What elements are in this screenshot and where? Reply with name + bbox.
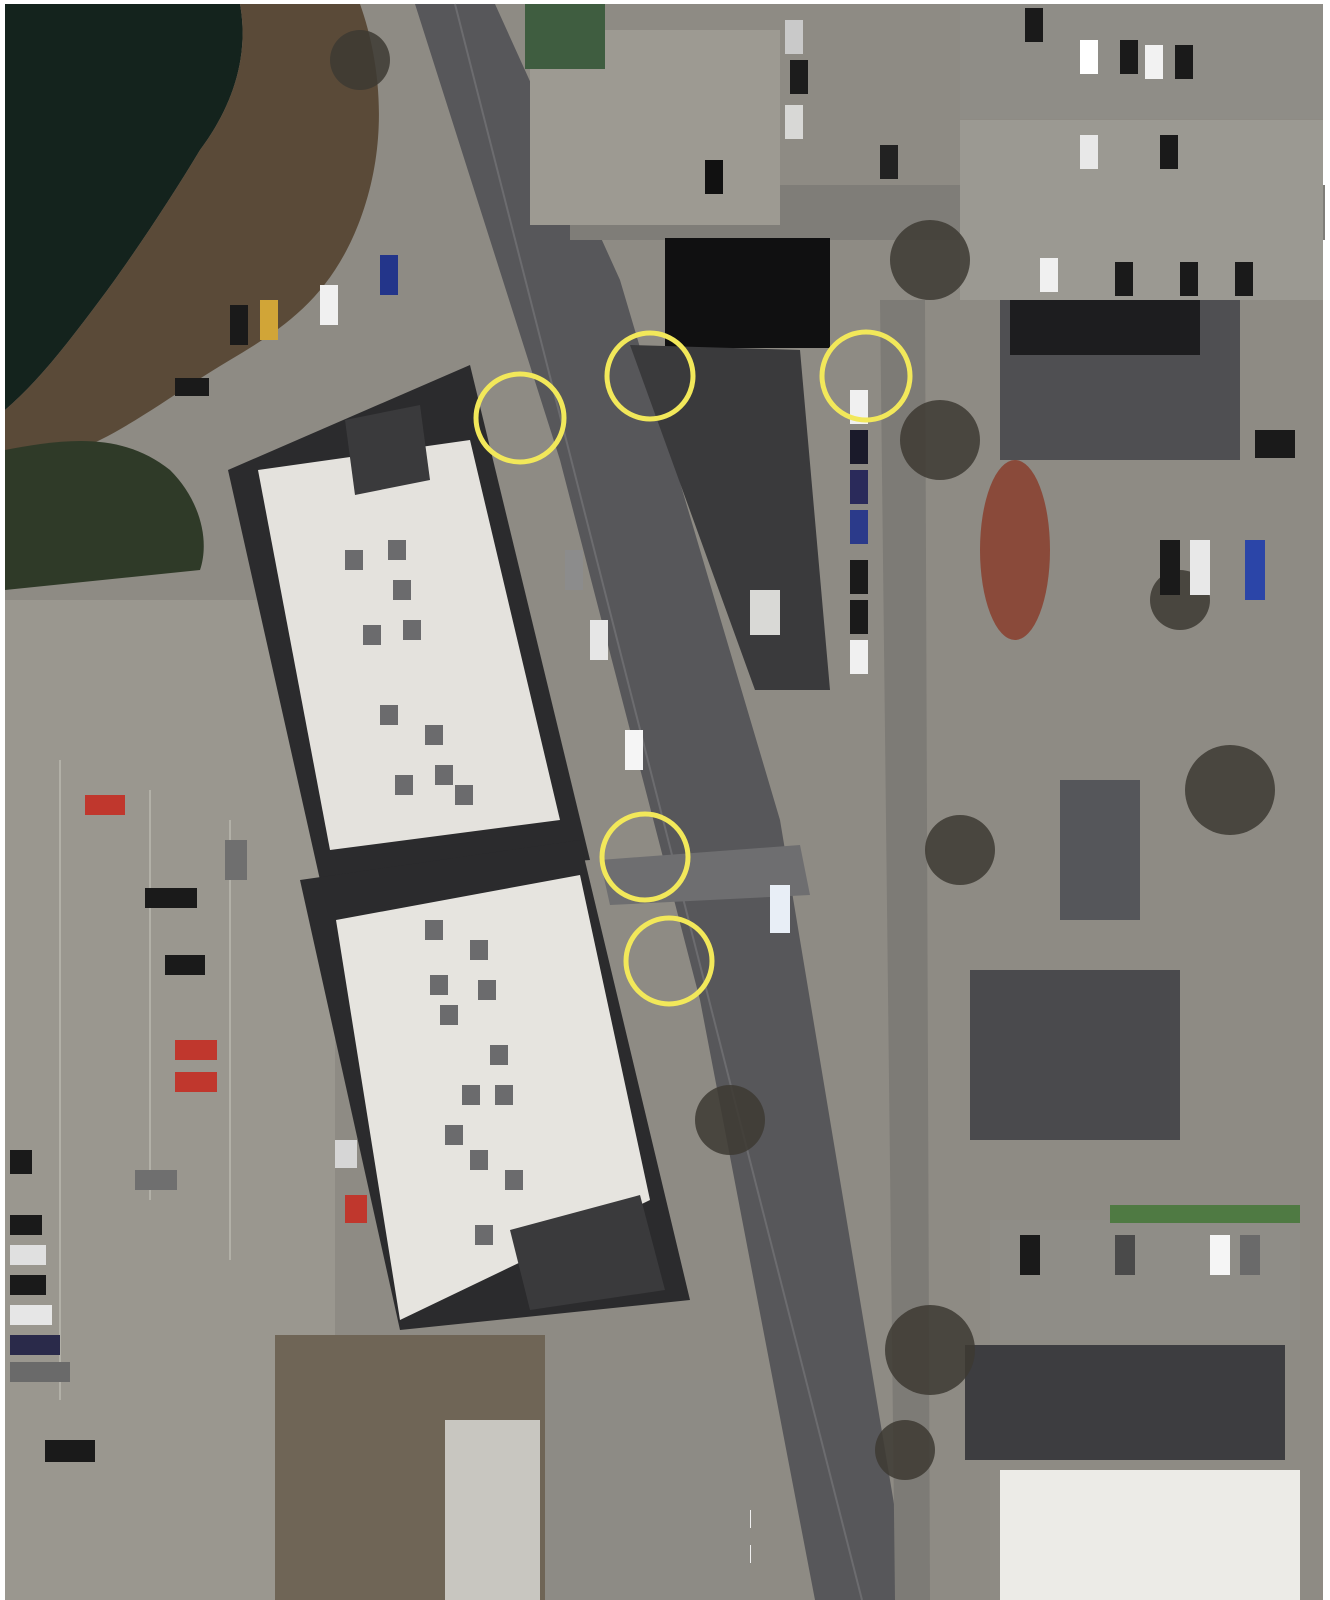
rooftop-units-south (425, 920, 523, 1245)
building-main-roof-south (336, 875, 650, 1320)
highlight-circle[interactable] (604, 330, 696, 422)
building-east-3 (970, 970, 1180, 1140)
road-centerline (454, 3, 863, 1600)
lake (5, 4, 243, 410)
rooftop-units-north (345, 540, 473, 805)
parking-lines-west (59, 760, 231, 1400)
white-lot (445, 1420, 540, 1600)
east-road (880, 300, 930, 1600)
parking-lot-north-2 (960, 120, 1323, 300)
building-east-2 (1060, 780, 1140, 920)
small-building-green (525, 4, 605, 69)
building-east-5-roof (1000, 1470, 1300, 1600)
parking-lot-south (540, 1380, 750, 1600)
building-east-4 (965, 1345, 1285, 1460)
building-dark-tower (665, 238, 830, 348)
highlight-circle[interactable] (623, 915, 715, 1007)
highlight-markers (473, 329, 913, 1007)
green-strip (1110, 1205, 1300, 1223)
landscaped-bed (980, 460, 1050, 640)
main-road (415, 4, 910, 1600)
shoreline-vegetation (5, 4, 379, 470)
rooftop-unit-white (750, 590, 780, 635)
tree-cluster (5, 441, 204, 590)
highlight-circle[interactable] (819, 329, 913, 423)
building-south-gable (510, 1195, 665, 1310)
parking-lot-north (960, 4, 1323, 119)
highlight-circle[interactable] (599, 811, 691, 903)
building-main-roof-north (258, 440, 560, 850)
building-north-gable (345, 405, 430, 495)
cross-street-middle (600, 845, 810, 905)
building-east-1-shadow (1010, 300, 1200, 355)
highlight-circle[interactable] (473, 371, 567, 465)
